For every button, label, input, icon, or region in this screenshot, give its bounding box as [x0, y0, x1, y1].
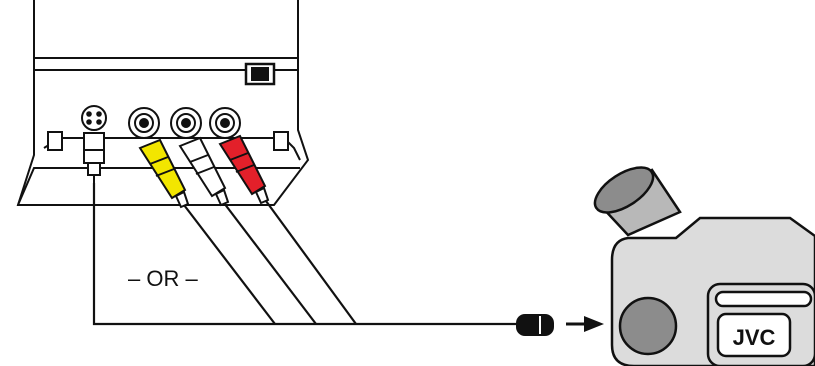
av-cable-plug-icon: [516, 314, 554, 336]
red-plug: [218, 134, 270, 205]
yellow-plug: [138, 138, 190, 209]
cables: [92, 183, 520, 326]
white-plug: [178, 136, 230, 207]
s-video-connector-icon: [81, 105, 107, 183]
rca-jack-white: [170, 107, 202, 139]
camcorder-icon: [593, 166, 815, 366]
or-label: – OR –: [128, 266, 198, 291]
rca-jack-yellow: [128, 107, 160, 139]
arrow-right-icon: [566, 316, 604, 332]
rca-jack-red: [209, 107, 241, 139]
camcorder-brand-label: JVC: [733, 325, 776, 350]
